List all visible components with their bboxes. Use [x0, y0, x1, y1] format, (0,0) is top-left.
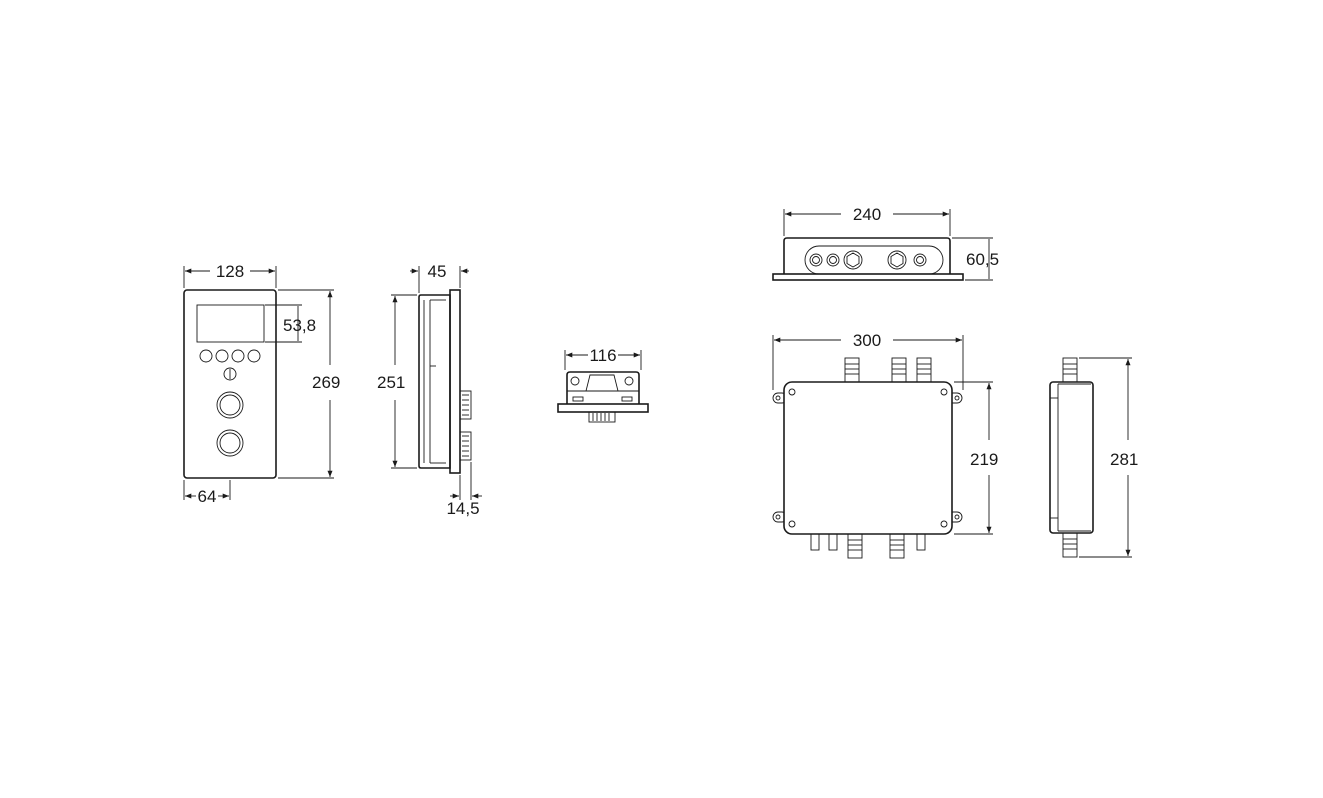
screw-icon — [788, 520, 796, 528]
dim-panel-display-height: 53,8 — [283, 316, 316, 335]
small-knob-icon — [223, 367, 237, 381]
dim-panel-side-height: 251 — [377, 373, 405, 392]
button-icon — [231, 349, 245, 363]
knob-icon — [216, 429, 244, 457]
hole-icon — [624, 376, 634, 386]
dim-panel-knob-depth: 14,5 — [446, 499, 479, 518]
knob-icon — [216, 391, 244, 419]
dim-panel-top-width: 116 — [589, 346, 616, 365]
dim-box-front-height: 219 — [970, 450, 998, 469]
dim-panel-half-width: 64 — [198, 487, 217, 506]
panel-front-view: 128 53,8 269 64 — [183, 262, 340, 506]
hole-icon — [570, 376, 580, 386]
dim-box-top-height: 60,5 — [966, 250, 999, 269]
panel-side-view: 45 251 14,5 — [377, 262, 482, 518]
dim-panel-side-depth: 45 — [428, 262, 447, 281]
display-screen — [196, 304, 265, 343]
screw-icon — [940, 388, 948, 396]
pipe-icon — [810, 533, 926, 559]
knob-icon — [588, 411, 616, 423]
button-icon — [199, 349, 213, 363]
dim-panel-front-width: 128 — [216, 262, 244, 281]
dim-panel-front-height: 269 — [312, 373, 340, 392]
panel-top-view: 116 — [557, 346, 649, 423]
button-icon — [215, 349, 229, 363]
fitting-icon — [809, 250, 927, 270]
screw-icon — [940, 520, 948, 528]
dim-box-top-width: 240 — [853, 205, 881, 224]
pipe-icon — [844, 357, 932, 385]
knob-icon — [459, 390, 472, 420]
pipe-icon — [1062, 357, 1078, 558]
box-front-view: 300 219 — [772, 331, 998, 559]
dim-box-front-width: 300 — [853, 331, 881, 350]
screw-icon — [788, 388, 796, 396]
box-top-view: 240 60,5 — [772, 205, 999, 281]
knob-icon — [459, 431, 472, 461]
box-side-view: 281 — [1049, 357, 1138, 558]
dim-box-side-height: 281 — [1110, 450, 1138, 469]
button-icon — [247, 349, 261, 363]
